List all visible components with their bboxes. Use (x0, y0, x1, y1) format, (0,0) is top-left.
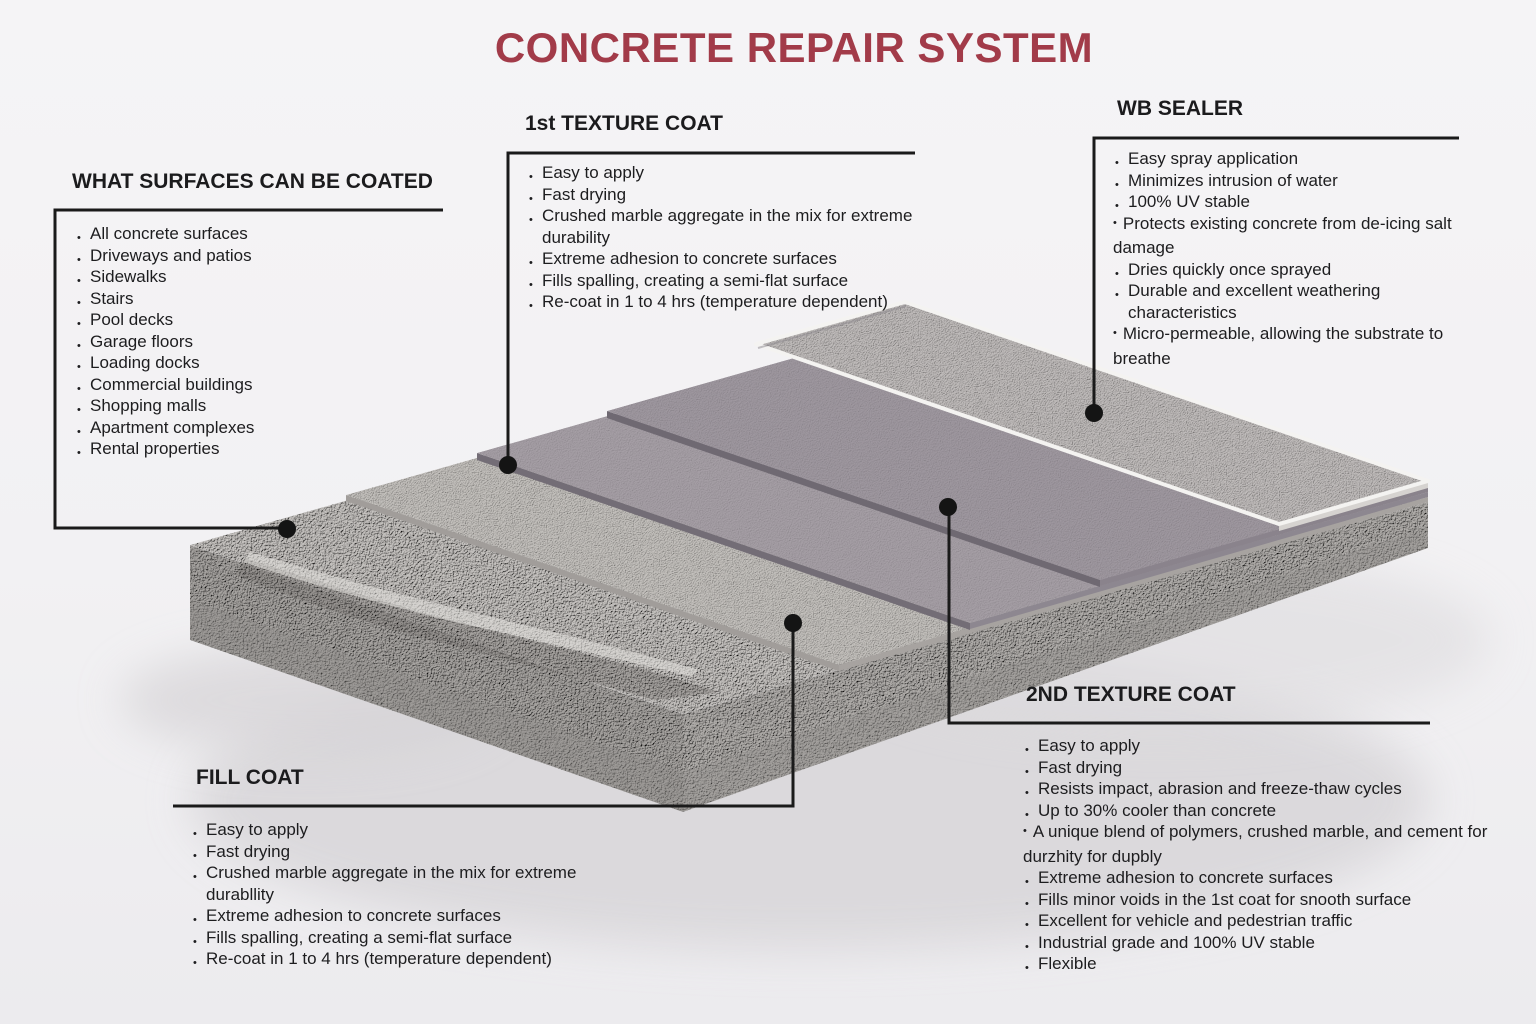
layer-fill-coat-front-lip (839, 497, 1428, 671)
leader-fill-coat (173, 623, 795, 808)
list-item: Extreme adhesion to concrete surfaces (527, 248, 955, 274)
second-coat-heading: 2ND TEXTURE COAT (1026, 683, 1236, 706)
section-second-texture-coat: 2ND TEXTURE COAT Easy to apply Fast dryi… (1021, 683, 1521, 979)
marker-surfaces-dot (278, 520, 296, 538)
list-item: All concrete surfaces (75, 223, 444, 249)
list-item: A unique blend of polymers, crushed marb… (1023, 821, 1521, 867)
layer-second-coat-front-lip (1100, 487, 1428, 586)
marker-first-coat-dot (499, 456, 517, 474)
list-item: Extreme adhesion to concrete surfaces (1023, 867, 1521, 893)
list-item: Extreme adhesion to concrete surfaces (191, 905, 629, 931)
list-item: Easy spray application (1113, 148, 1471, 174)
list-item: Re-coat in 1 to 4 hrs (temperature depen… (527, 291, 955, 317)
list-item: Fast drying (527, 184, 955, 210)
list-item: Durable and excellent weathering charact… (1113, 280, 1471, 323)
list-item: Excellent for vehicle and pedestrian tra… (1023, 910, 1521, 936)
marker-fill-coat-dot (784, 614, 802, 632)
list-item: Fills spalling, creating a semi-flat sur… (527, 270, 955, 296)
marker-sealer-dot (1085, 404, 1103, 422)
list-item: Sidewalks (75, 266, 444, 292)
surfaces-heading: WHAT SURFACES CAN BE COATED (72, 170, 433, 193)
marker-second-coat-dot (939, 498, 957, 516)
list-item: Protects existing concrete from de-icing… (1113, 213, 1471, 259)
leader-second-coat (947, 507, 1430, 725)
list-item: 100% UV stable (1113, 191, 1471, 217)
list-item: Dries quickly once sprayed (1113, 259, 1471, 285)
list-item: Re-coat in 1 to 4 hrs (temperature depen… (191, 948, 629, 974)
list-item: Apartment complexes (75, 417, 444, 443)
list-item: Rental properties (75, 438, 444, 464)
layer-second-coat-left-lip (607, 411, 1100, 587)
list-item: Crushed marble aggregate in the mix for … (191, 862, 629, 905)
section-surfaces: WHAT SURFACES CAN BE COATED All concrete… (72, 170, 444, 464)
leader-first-coat (506, 151, 915, 465)
second-coat-list: Easy to apply Fast drying Resists impact… (1021, 735, 1521, 979)
list-item: Fast drying (191, 841, 629, 867)
list-item: Micro-permeable, allowing the substrate … (1113, 323, 1471, 369)
fill-coat-list: Easy to apply Fast drying Crushed marble… (189, 819, 629, 974)
list-item: Easy to apply (527, 162, 955, 188)
fill-coat-heading: FILL COAT (196, 766, 304, 789)
list-item: Fills minor voids in the 1st coat for sn… (1023, 889, 1521, 915)
list-item: Pool decks (75, 309, 444, 335)
layer-first-coat-left-lip (477, 453, 970, 630)
first-coat-list: Easy to apply Fast drying Crushed marble… (525, 162, 955, 317)
layer-first-coat-front-lip (970, 492, 1428, 629)
list-item: Flexible (1023, 953, 1521, 979)
list-item: Fills spalling, creating a semi-flat sur… (191, 927, 629, 953)
list-item: Fast drying (1023, 757, 1521, 783)
list-item: Garage floors (75, 331, 444, 357)
list-item: Loading docks (75, 352, 444, 378)
list-item: Industrial grade and 100% UV stable (1023, 932, 1521, 958)
wb-sealer-list: Easy spray application Minimizes intrusi… (1111, 148, 1471, 369)
first-coat-heading: 1st TEXTURE COAT (525, 112, 723, 135)
leader-sealer (1092, 136, 1459, 413)
list-item: Up to 30% cooler than concrete (1023, 800, 1521, 826)
wb-sealer-heading: WB SEALER (1117, 97, 1243, 120)
slab-front-face (683, 502, 1428, 812)
list-item: Easy to apply (1023, 735, 1521, 761)
surfaces-list: All concrete surfaces Driveways and pati… (72, 223, 444, 464)
layer-fill-coat-left-lip (346, 495, 839, 671)
sealer-overhang-shadow (757, 305, 907, 349)
page-title: CONCRETE REPAIR SYSTEM (494, 24, 1094, 71)
list-item: Commercial buildings (75, 374, 444, 400)
list-item: Stairs (75, 288, 444, 314)
slab-front-face-shade (683, 527, 1428, 812)
list-item: Minimizes intrusion of water (1113, 170, 1471, 196)
section-fill-coat: FILL COAT Easy to apply Fast drying Crus… (189, 766, 629, 974)
layer-second-coat-top (607, 318, 1428, 580)
section-first-texture-coat: 1st TEXTURE COAT Easy to apply Fast dryi… (525, 112, 955, 317)
spalling-highlight (243, 552, 700, 676)
list-item: Easy to apply (191, 819, 629, 845)
list-item: Shopping malls (75, 395, 444, 421)
leader-surfaces (53, 208, 443, 530)
layer-sealer-edge-frame (754, 300, 1430, 526)
list-item: Driveways and patios (75, 245, 444, 271)
slab-left-end-shade (190, 600, 683, 812)
section-wb-sealer: WB SEALER Easy spray application Minimiz… (1111, 97, 1471, 369)
list-item: Crushed marble aggregate in the mix for … (527, 205, 955, 248)
slab-left-end-face (190, 545, 683, 812)
list-item: Resists impact, abrasion and freeze-thaw… (1023, 778, 1521, 804)
